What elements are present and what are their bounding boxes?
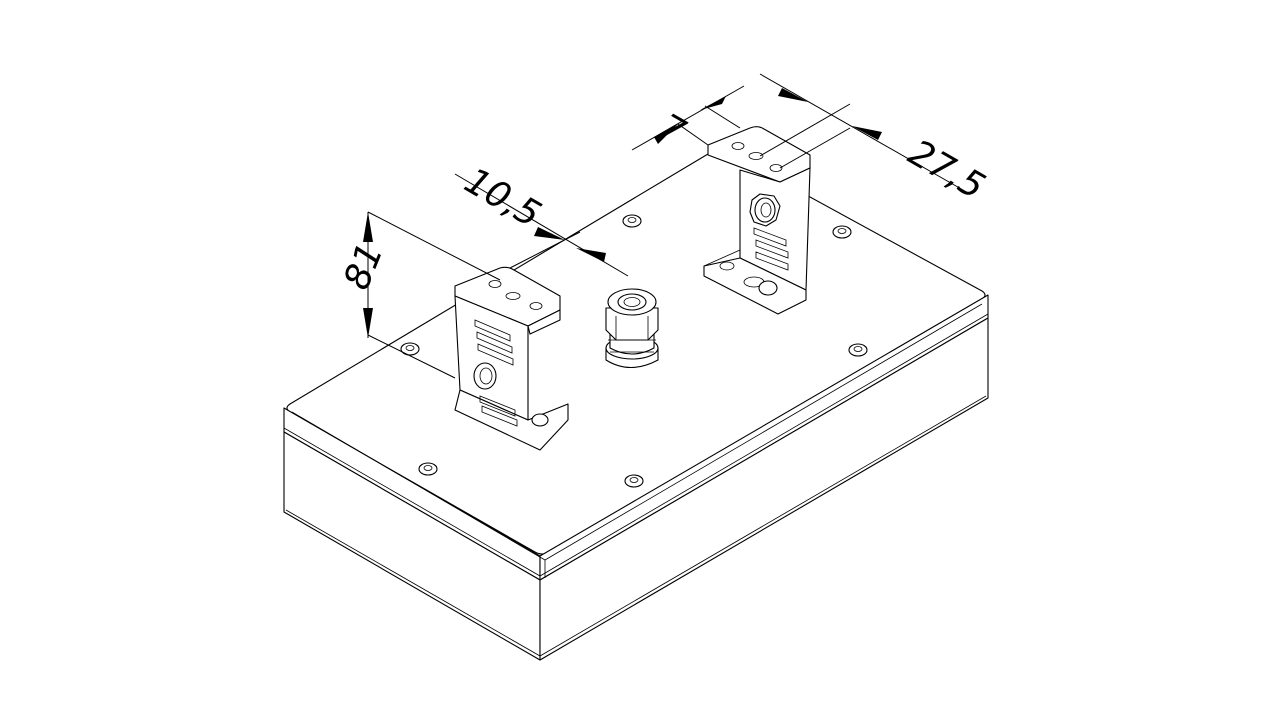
cable-gland: [605, 288, 659, 369]
bracket-foot: [454, 389, 569, 451]
dimension-offset-right: [759, 73, 971, 195]
screw-icon: [400, 342, 420, 356]
body-right-face: [539, 317, 989, 661]
screw-icon: [624, 474, 644, 488]
screw-icon: [622, 214, 642, 228]
right-mounting-bracket: [703, 126, 811, 315]
dimension-thickness: [631, 85, 745, 151]
dimension-label-height: 81: [336, 238, 391, 296]
left-mounting-bracket: [454, 266, 569, 451]
screw-icon: [832, 225, 852, 239]
dimension-label-offset-right: 27,5: [902, 132, 992, 208]
dimension-offset-left: [454, 173, 629, 277]
dimension-label-offset-left: 10,5: [458, 160, 548, 236]
lid-screws: [400, 214, 868, 488]
screw-icon: [418, 462, 438, 476]
screw-icon: [848, 343, 868, 357]
dimension-height: [363, 211, 501, 379]
